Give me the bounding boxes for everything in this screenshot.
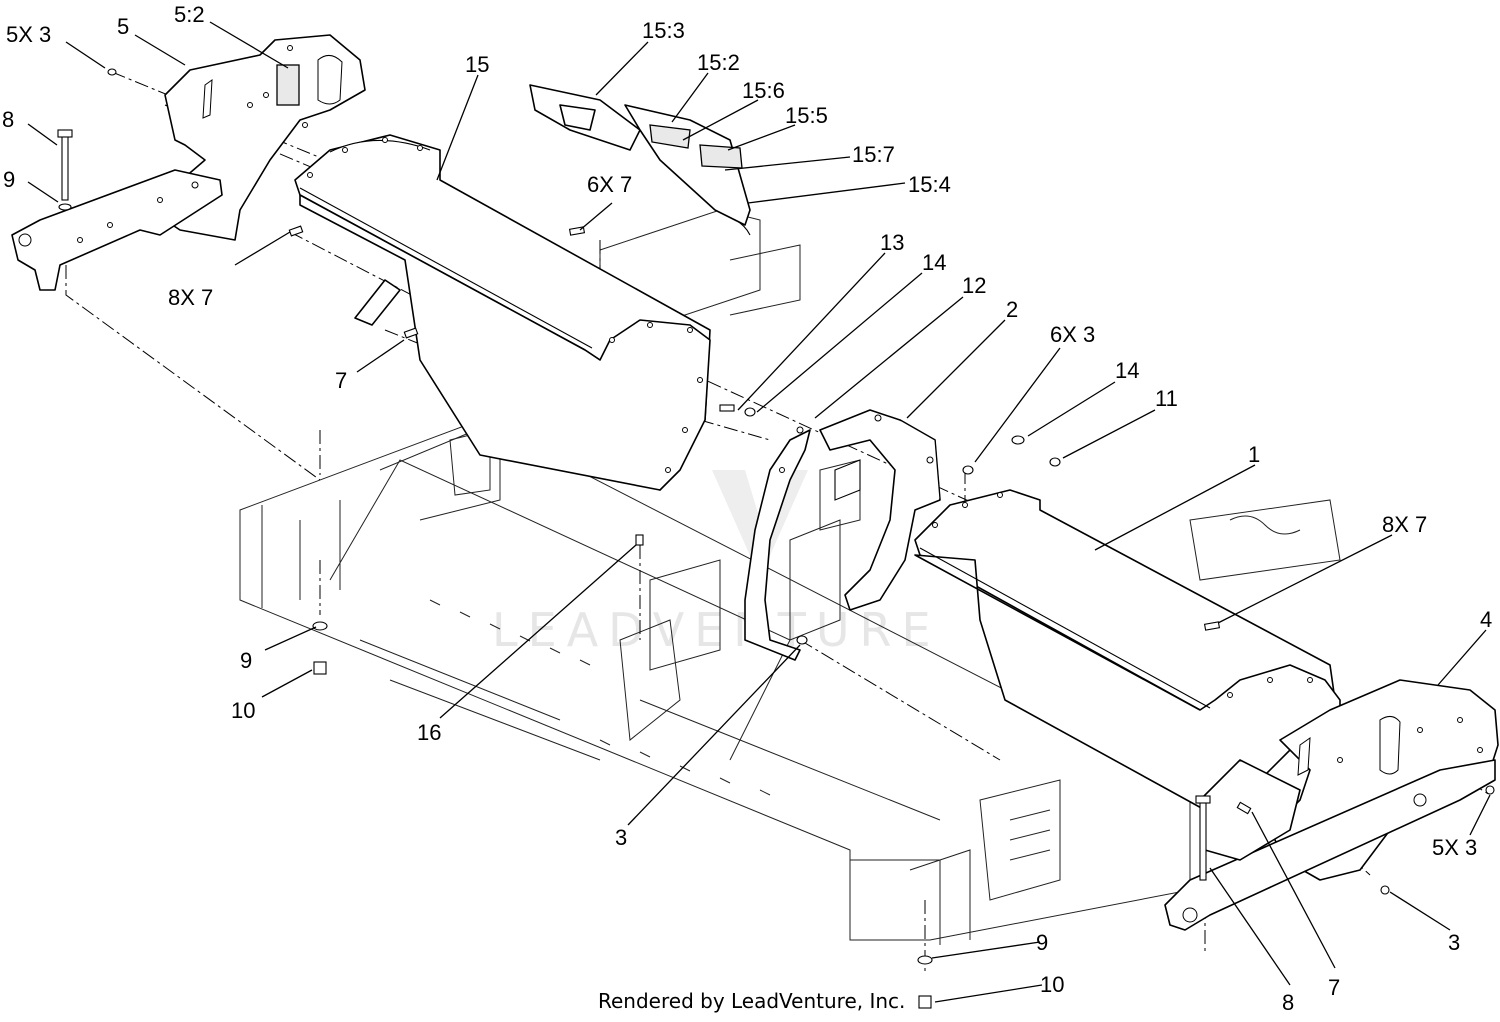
nut-10-bottom [918, 995, 932, 1009]
deck-frame-ghost [239, 209, 1341, 945]
callout-14-b: 14 [1115, 358, 1139, 383]
centre-support [744, 409, 941, 661]
bolt-8x7-left [288, 225, 304, 237]
washer-9-bottom [917, 955, 933, 965]
bolt-8-left [61, 134, 69, 201]
callout-3-mid: 3 [615, 825, 627, 850]
callout-10-left: 10 [231, 698, 255, 723]
callout-9-top-left: 9 [3, 167, 15, 192]
washer-14-a [744, 407, 756, 417]
callout-15-2: 15:2 [697, 50, 740, 75]
bolt-7-left [403, 327, 419, 339]
callout-7-left: 7 [335, 368, 347, 393]
callout-15-3: 15:3 [642, 18, 685, 43]
callout-15-4: 15:4 [908, 172, 951, 197]
callout-3-right: 3 [1448, 930, 1460, 955]
bolt-7-right [1236, 801, 1252, 815]
callout-5-top-left: 5 [117, 14, 129, 39]
callout-2: 2 [1006, 297, 1018, 322]
callout-15-7: 15:7 [852, 142, 895, 167]
callout-8x7-left: 8X 7 [168, 285, 213, 310]
callout-15: 15 [465, 52, 489, 77]
callout-11: 11 [1155, 386, 1178, 411]
callout-8x7-right: 8X 7 [1382, 512, 1427, 537]
callout-10-bottom: 10 [1040, 972, 1064, 997]
callout-4: 4 [1480, 607, 1492, 632]
nut-11 [1049, 457, 1061, 467]
callout-15-5: 15:5 [785, 103, 828, 128]
callout-12: 12 [962, 273, 986, 298]
bolt-8x7-right [1203, 621, 1221, 631]
callout-14-a: 14 [922, 250, 946, 275]
nut-3-mid [796, 635, 808, 645]
credit-line: Rendered by LeadVenture, Inc. [598, 989, 905, 1013]
callout-13: 13 [880, 230, 904, 255]
callout-6x3: 6X 3 [1050, 322, 1095, 347]
washer-14-b [1011, 435, 1025, 445]
callout-7-bottom: 7 [1328, 975, 1340, 1000]
nut-5x3-right [1485, 785, 1495, 795]
right-hood [914, 489, 1341, 811]
leader-lines [27, 21, 1491, 1003]
callout-8-bottom: 8 [1282, 990, 1294, 1015]
washer-9-left [58, 203, 72, 211]
callout-15-6: 15:6 [742, 78, 785, 103]
callout-5x3-top-left: 5X 3 [6, 22, 51, 47]
top-shield-parts [529, 84, 751, 236]
callout-16: 16 [417, 720, 441, 745]
decal-5-2 [276, 64, 300, 106]
callout-9-bottom: 9 [1036, 930, 1048, 955]
hardware [57, 68, 1495, 1009]
nut-5x3-left [107, 68, 117, 76]
nut-6x3 [962, 465, 974, 475]
callout-5x3-right: 5X 3 [1432, 835, 1477, 860]
callout-5-2: 5:2 [174, 2, 205, 27]
washer-9-lower [312, 621, 328, 631]
bolt-8-right [1199, 799, 1207, 881]
svg-text:LEADVENTURE: LEADVENTURE [492, 603, 941, 657]
left-hood [294, 134, 711, 491]
nut-10-lower [313, 661, 327, 675]
callout-9-left: 9 [240, 648, 252, 673]
bolt-13 [719, 404, 735, 412]
callout-8-top-left: 8 [2, 107, 14, 132]
callout-6x7: 6X 7 [587, 172, 632, 197]
left-rail-bracket [11, 169, 223, 291]
nut-3-right [1380, 885, 1390, 895]
bolt-16 [635, 534, 644, 546]
callout-1: 1 [1248, 442, 1260, 467]
right-side-plate [1164, 679, 1499, 931]
